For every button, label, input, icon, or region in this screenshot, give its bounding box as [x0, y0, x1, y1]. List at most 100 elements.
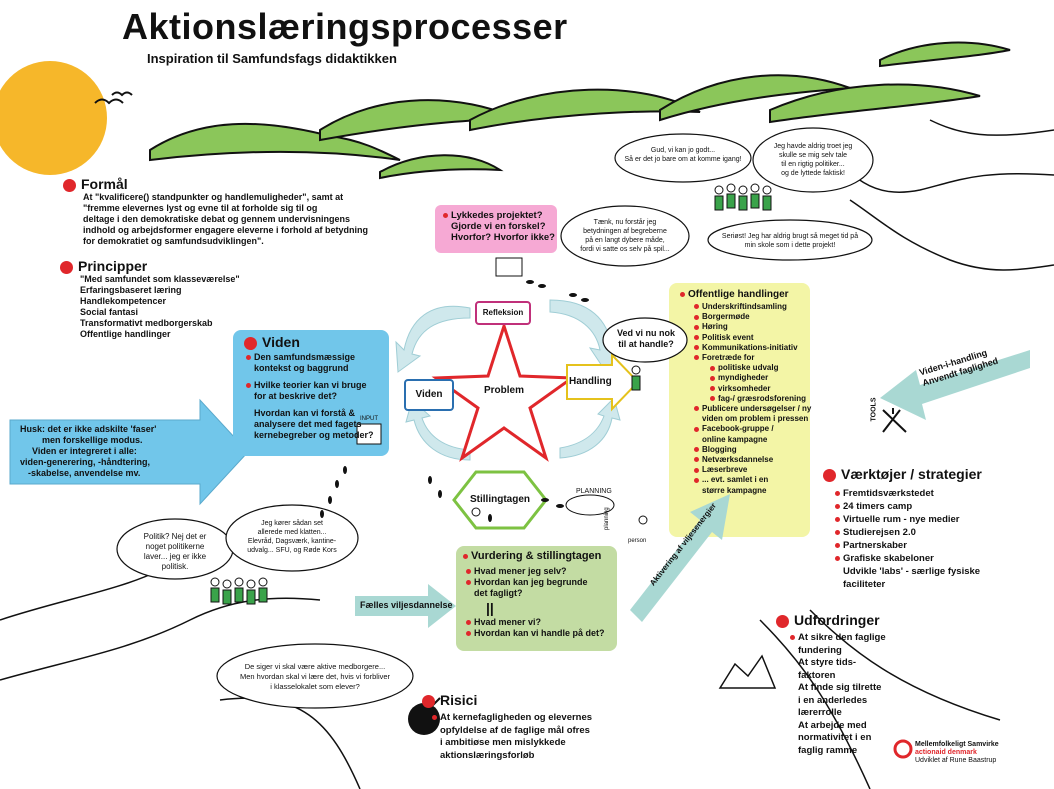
faelles-arrow-text: Fælles viljesdannelse	[360, 600, 453, 610]
formaal-line: At "kvalificere() standpunkter og handle…	[83, 192, 344, 202]
bullet-icon	[246, 383, 251, 389]
bullet-icon	[694, 335, 699, 340]
problem-star	[431, 321, 577, 462]
offentlige-subitem-text: myndigheder	[718, 373, 769, 383]
offentlige-subitem: politiske udvalg	[694, 363, 811, 373]
risici-line: i ambitiøse men mislykkede	[440, 737, 566, 748]
principper-item: Erfaringsbaseret læring	[80, 285, 182, 295]
offentlige-item: Borgermøde	[694, 312, 811, 322]
bullet-icon	[432, 714, 437, 720]
vaerktoejer-item-text: Virtuelle rum - nye medier	[843, 514, 960, 525]
bubble-line: Jeg havde aldrig troet jeg	[773, 143, 853, 150]
udfordringer-heading-text: Udfordringer	[794, 612, 880, 628]
formaal-line: indhold og arbejdsformer engagere elever…	[83, 225, 369, 235]
vurdering-item: Hvordan kan jeg begrunde	[466, 577, 605, 588]
offentlige-item-text: Netværksdannelse	[702, 455, 774, 465]
vurdering-item-text: Hvad mener vi?	[474, 617, 542, 627]
bird-icon	[111, 91, 133, 97]
bubble-line: laver... jeg er ikke	[143, 552, 207, 561]
vaerktoejer-item-text: faciliteter	[843, 579, 886, 590]
husk-line: men forskellige modus.	[42, 435, 143, 445]
vaerktoejer-item: Grafiske skabeloner	[835, 552, 980, 565]
bubble-top1: Gud, vi kan jo godt... Så er det jo bare…	[617, 146, 749, 164]
formaal-text: At "kvalificere() standpunkter og handle…	[83, 192, 368, 247]
handling-label: Handling	[569, 376, 612, 387]
bubble-line: Men hvordan skal vi lære det, hvis vi fo…	[239, 672, 391, 681]
bubble-low1: Politik? Nej det er noget politikerne la…	[122, 532, 228, 572]
principper-item: "Med samfundet som klasseværelse"	[80, 274, 240, 284]
bubble-line: Seriøst! Jeg har aldrig brugt så meget t…	[721, 233, 859, 240]
bullet-icon	[463, 553, 468, 559]
input-tag: INPUT	[360, 416, 378, 422]
offentlige-list: Underskriftindsamling Borgermøde Høring …	[694, 302, 811, 496]
offentlige-item-text: Underskriftindsamling	[702, 302, 787, 311]
vaerktoejer-item: Partnerskaber	[835, 539, 980, 552]
husk-line: Viden er integreret i alle:	[32, 446, 137, 456]
bullet-icon	[466, 620, 471, 626]
students-figures	[210, 193, 772, 605]
bubble-line: og de lyttede faktisk!	[781, 170, 845, 177]
bullet-icon	[694, 355, 699, 361]
bullet-icon	[835, 529, 840, 535]
offentlige-item: ... evt. samlet i en	[694, 475, 811, 485]
formaal-line: for demokratiet og samfundsudviklingen".	[83, 236, 264, 246]
sun-icon	[0, 61, 107, 175]
vaerktoejer-item-text: Studierejsen 2.0	[843, 527, 916, 538]
risici-line: aktionslæringsforløb	[440, 749, 535, 761]
viden-box-heading: Viden	[244, 334, 300, 350]
bullet-icon	[63, 178, 76, 192]
principper-item: Handlekompetencer	[80, 296, 167, 306]
udfordringer-line: normativitet i en	[798, 732, 872, 743]
udfordringer-line: lærerrolle	[798, 707, 842, 718]
bullet-icon	[694, 406, 699, 412]
udfordringer-line: faglig ramme	[798, 744, 858, 756]
logo-block: Mellemfolkeligt Samvirke actionaid denma…	[915, 741, 999, 765]
husk-arrow-shape	[9, 398, 249, 506]
bubble-line: De siger vi skal være aktive medborgere.…	[244, 662, 386, 671]
offentlige-item-text: Høring	[702, 322, 728, 332]
bullet-icon	[710, 396, 715, 402]
husk-line: Husk: det er ikke adskilte 'faser'	[20, 424, 157, 434]
udfordringer-item: At sikre den faglige	[790, 632, 886, 645]
bubble-line: betydningen af begreberne	[583, 228, 667, 235]
bubble-line: politisk.	[161, 562, 189, 571]
vurdering-item: Hvordan kan vi handle på det?	[466, 628, 605, 639]
principper-item: Transformativt medborgerskab	[80, 318, 213, 328]
bubble-line: noget politikerne	[145, 542, 205, 551]
vurdering-item-text: det fagligt?	[474, 588, 523, 598]
risici-line: At kernefagligheden og elevernes	[440, 712, 593, 723]
bubble-top2: Jeg havde aldrig troet jeg skulle se mig…	[758, 142, 868, 178]
principper-item: Social fantasi	[80, 307, 139, 317]
bubble-line: Gud, vi kan jo godt...	[650, 147, 716, 154]
vaerktoejer-list: Fremtidsværkstedet 24 timers camp Virtue…	[835, 487, 980, 591]
implies-symbol: ||	[486, 600, 494, 616]
offentlige-item: Læserbreve	[694, 465, 811, 475]
lykkedes-text: Lykkedes projektet? Gjorde vi en forskel…	[443, 210, 555, 243]
bullet-icon	[466, 631, 471, 637]
bullet-icon	[443, 212, 448, 218]
person-tag: person	[628, 538, 647, 544]
viden-item-text: Den samfundsmæssige	[254, 352, 356, 362]
bubble-mid1: Tænk, nu forstår jeg betydningen af begr…	[566, 218, 684, 254]
offentlige-item-text: Kommunikations-initiativ	[702, 342, 798, 352]
udfordringer-line: At styre tids-	[798, 657, 857, 668]
bubble-line: allerede med klatten...	[257, 529, 327, 536]
hills	[149, 41, 1011, 180]
planning-tag: PLANNING	[576, 488, 612, 495]
offentlige-item-text: Facebook-gruppe /	[702, 424, 774, 434]
tools-icon	[882, 408, 907, 433]
ved-vi-line: Ved vi nu nok	[616, 328, 675, 338]
vaerktoejer-item-text: Udvikle 'labs' - særlige fysiske	[843, 566, 981, 577]
bubble-line: Så er det jo bare om at komme igang!	[624, 156, 742, 163]
bullet-icon	[694, 426, 699, 432]
offentlige-subitem-text: politiske udvalg	[718, 363, 779, 373]
offentlige-box-bg	[669, 283, 810, 537]
vaerktoejer-item-text: 24 timers camp	[843, 501, 913, 512]
vaerktoejer-item: 24 timers camp	[835, 500, 980, 513]
udfordringer-line: i en anderledes	[798, 694, 868, 706]
planning-table-icon	[565, 494, 615, 516]
vurdering-item-text: Hvad mener jeg selv?	[474, 566, 567, 576]
viden-handling-arrow-shape	[880, 350, 1030, 420]
